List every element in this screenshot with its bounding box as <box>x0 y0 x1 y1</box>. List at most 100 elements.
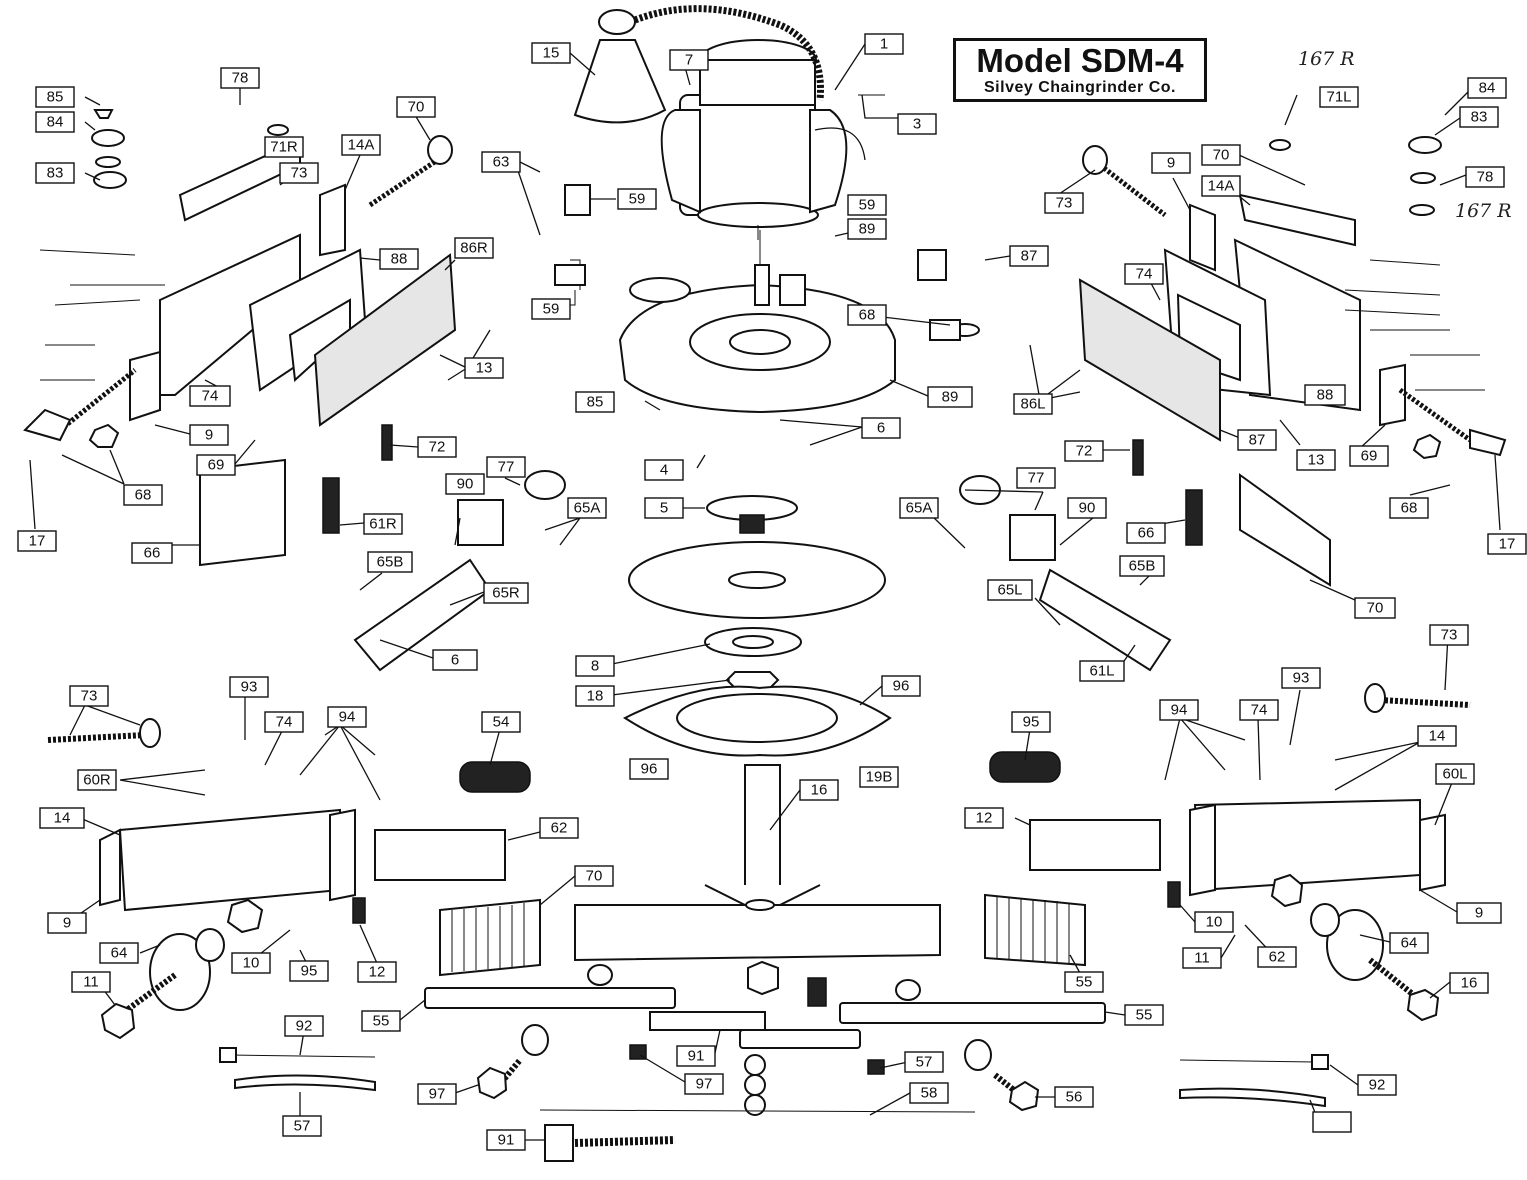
svg-text:65B: 65B <box>377 554 404 571</box>
small-hardware <box>39 109 1485 391</box>
svg-text:70: 70 <box>1213 147 1230 164</box>
callout-label: 70 <box>1201 144 1241 166</box>
svg-text:74: 74 <box>1251 702 1268 719</box>
callout-label: 92 <box>1357 1074 1397 1096</box>
svg-text:65R: 65R <box>492 585 520 602</box>
svg-text:69: 69 <box>208 457 225 474</box>
svg-text:73: 73 <box>1056 195 1073 212</box>
callout-label: 95 <box>1011 711 1051 733</box>
svg-text:19B: 19B <box>866 769 893 786</box>
callout-label: 5 <box>644 497 684 519</box>
callout-label: 77 <box>486 456 526 478</box>
svg-text:87: 87 <box>1249 432 1266 449</box>
svg-text:88: 88 <box>391 251 408 268</box>
svg-text:62: 62 <box>1269 949 1286 966</box>
callout-label: 69 <box>196 454 236 476</box>
svg-text:15: 15 <box>543 45 560 62</box>
left-vise-plates <box>23 135 457 567</box>
callout-label <box>1312 1111 1352 1133</box>
handwritten-note: 167 R <box>1455 200 1512 222</box>
svg-text:5: 5 <box>660 500 668 517</box>
svg-text:61R: 61R <box>369 516 397 533</box>
callout-label: 91 <box>676 1045 716 1067</box>
svg-text:65A: 65A <box>574 500 601 517</box>
svg-text:57: 57 <box>916 1054 933 1071</box>
svg-text:61L: 61L <box>1089 663 1114 680</box>
callout-label: 55 <box>1064 971 1104 993</box>
callout-label: 17 <box>17 530 57 552</box>
spring-left <box>459 761 531 793</box>
svg-text:9: 9 <box>63 915 71 932</box>
callout-label: 62 <box>1257 946 1297 968</box>
callout-label: 84 <box>1467 77 1507 99</box>
svg-text:55: 55 <box>373 1013 390 1030</box>
title-box: Model SDM-4 Silvey Chaingrinder Co. <box>953 38 1207 102</box>
svg-text:95: 95 <box>301 963 318 980</box>
callout-label: 91 <box>486 1129 526 1151</box>
svg-text:78: 78 <box>232 70 249 87</box>
svg-text:59: 59 <box>543 301 560 318</box>
callout-label: 62 <box>539 817 579 839</box>
callout-label: 58 <box>909 1082 949 1104</box>
svg-text:9: 9 <box>1475 905 1483 922</box>
svg-text:4: 4 <box>660 462 668 479</box>
callout-label: 18 <box>575 685 615 707</box>
svg-text:71R: 71R <box>270 139 298 156</box>
svg-text:85: 85 <box>47 89 64 106</box>
cable-ties <box>219 1047 1329 1108</box>
lamp-assembly <box>573 5 824 124</box>
svg-text:89: 89 <box>859 221 876 238</box>
callout-label: 55 <box>361 1010 401 1032</box>
svg-text:66: 66 <box>144 545 161 562</box>
callout-label: 57 <box>904 1051 944 1073</box>
callout-label: 16 <box>799 779 839 801</box>
svg-text:93: 93 <box>1293 670 1310 687</box>
svg-text:54: 54 <box>493 714 510 731</box>
svg-text:9: 9 <box>1167 155 1175 172</box>
callout-label: 57 <box>282 1115 322 1137</box>
svg-text:94: 94 <box>339 709 356 726</box>
svg-text:86R: 86R <box>460 240 488 257</box>
callout-label: 60R <box>77 769 117 791</box>
svg-text:97: 97 <box>429 1086 446 1103</box>
svg-text:85: 85 <box>587 394 604 411</box>
callout-label: 61L <box>1079 660 1125 682</box>
svg-text:97: 97 <box>696 1076 713 1093</box>
svg-text:60R: 60R <box>83 772 111 789</box>
svg-text:95: 95 <box>1023 714 1040 731</box>
center-column-base <box>574 764 941 1007</box>
svg-text:6: 6 <box>451 652 459 669</box>
svg-text:77: 77 <box>1028 470 1045 487</box>
svg-text:16: 16 <box>1461 975 1478 992</box>
callout-label: 88 <box>1304 384 1346 406</box>
svg-text:14: 14 <box>1429 728 1446 745</box>
svg-text:8: 8 <box>591 658 599 675</box>
callout-label: 65A <box>567 497 607 519</box>
callout-label: 70 <box>396 96 436 118</box>
callout-label: 66 <box>131 542 173 564</box>
svg-text:83: 83 <box>1471 109 1488 126</box>
svg-text:72: 72 <box>1076 443 1093 460</box>
callout-label: 11 <box>71 971 111 993</box>
callout-label: 72 <box>417 436 457 458</box>
spring-right <box>989 751 1061 783</box>
svg-text:70: 70 <box>586 868 603 885</box>
svg-text:66: 66 <box>1138 525 1155 542</box>
callout-label: 17 <box>1487 533 1527 555</box>
svg-text:83: 83 <box>47 165 64 182</box>
model-title: Model SDM-4 <box>976 42 1184 79</box>
handwritten-note: 167 R <box>1298 48 1355 70</box>
svg-text:18: 18 <box>587 688 604 705</box>
svg-text:71L: 71L <box>1326 89 1351 106</box>
svg-text:6: 6 <box>877 420 885 437</box>
svg-text:84: 84 <box>1479 80 1496 97</box>
callout-label: 73 <box>69 685 109 707</box>
callout-label: 59 <box>531 298 571 320</box>
callout-label: 96 <box>881 675 921 697</box>
svg-text:3: 3 <box>913 116 921 133</box>
svg-text:94: 94 <box>1171 702 1188 719</box>
callout-label: 85 <box>575 391 615 413</box>
callout-label: 96 <box>629 758 669 780</box>
callout-label: 97 <box>684 1073 724 1095</box>
callout-label: 95 <box>289 960 329 982</box>
